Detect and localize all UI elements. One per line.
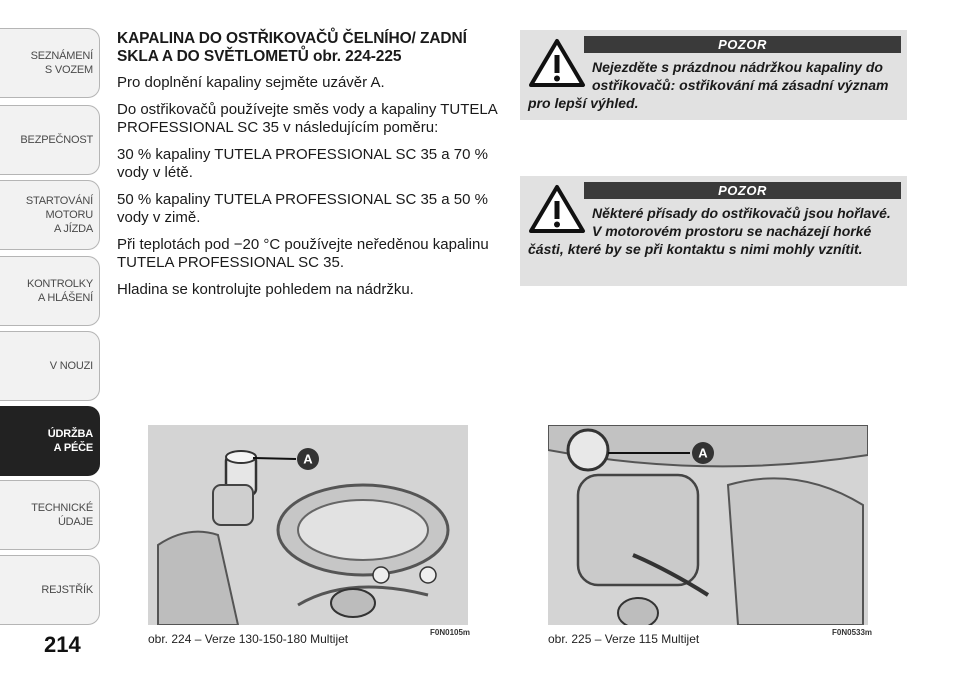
warning-triangle-icon [529, 185, 585, 233]
figure-code: F0N0533m [832, 628, 873, 637]
figure-caption: obr. 224 – Verze 130-150-180 Multijet [148, 632, 349, 646]
tab-bezpecnost[interactable]: BEZPEČNOST [0, 105, 100, 175]
tab-technicke[interactable]: TECHNICKÉ ÚDAJE [0, 480, 100, 550]
paragraph: Hladina se kontrolujte pohledem na nádrž… [117, 281, 414, 298]
tab-startovani[interactable]: STARTOVÁNÍ MOTORU A JÍZDA [0, 180, 100, 250]
section-heading: KAPALINA DO OSTŘIKOVAČŮ ČELNÍHO/ ZADNÍ S… [117, 30, 467, 65]
callout-marker: A [698, 446, 708, 461]
figure-engine-bay-224: A [148, 425, 468, 625]
engine-bay-illustration: A [148, 425, 468, 625]
warning-text: Nejezděte s prázdnou nádržkou kapaliny d… [528, 59, 889, 111]
tab-udrzba[interactable]: ÚDRŽBA A PÉČE [0, 406, 100, 476]
paragraph: Při teplotách pod −20 °C používejte neře… [117, 236, 489, 271]
paragraph: Do ostřikovačů používejte směs vody a ka… [117, 101, 497, 136]
warning-box: POZOR Některé přísady do ostřikovačů jso… [520, 176, 907, 286]
paragraph: 50 % kapaliny TUTELA PROFESSIONAL SC 35 … [117, 191, 489, 226]
tab-rejstrik[interactable]: REJSTŘÍK [0, 555, 100, 625]
page-number: 214 [44, 632, 81, 657]
main-text: KAPALINA DO OSTŘIKOVAČŮ ČELNÍHO/ ZADNÍ S… [117, 30, 505, 308]
figure-code: F0N0105m [430, 628, 471, 637]
warning-title: POZOR [584, 182, 901, 199]
paragraph: 30 % kapaliny TUTELA PROFESSIONAL SC 35 … [117, 146, 489, 181]
tab-kontrolky[interactable]: KONTROLKY A HLÁŠENÍ [0, 256, 100, 326]
callout-marker: A [303, 452, 313, 467]
warning-triangle-icon [529, 39, 585, 87]
tab-v-nouzi[interactable]: V NOUZI [0, 331, 100, 401]
tab-seznameni[interactable]: SEZNÁMENÍ S VOZEM [0, 28, 100, 98]
figure-caption: obr. 225 – Verze 115 Multijet [548, 632, 700, 646]
engine-bay-illustration: A [548, 425, 868, 625]
paragraph: Pro doplnění kapaliny sejměte uzávěr A. [117, 74, 385, 91]
warning-box: POZOR Nejezděte s prázdnou nádržkou kapa… [520, 30, 907, 120]
warning-text: Některé přísady do ostřikovačů jsou hořl… [528, 205, 891, 257]
figure-engine-bay-225: A [548, 425, 868, 625]
warning-title: POZOR [584, 36, 901, 53]
